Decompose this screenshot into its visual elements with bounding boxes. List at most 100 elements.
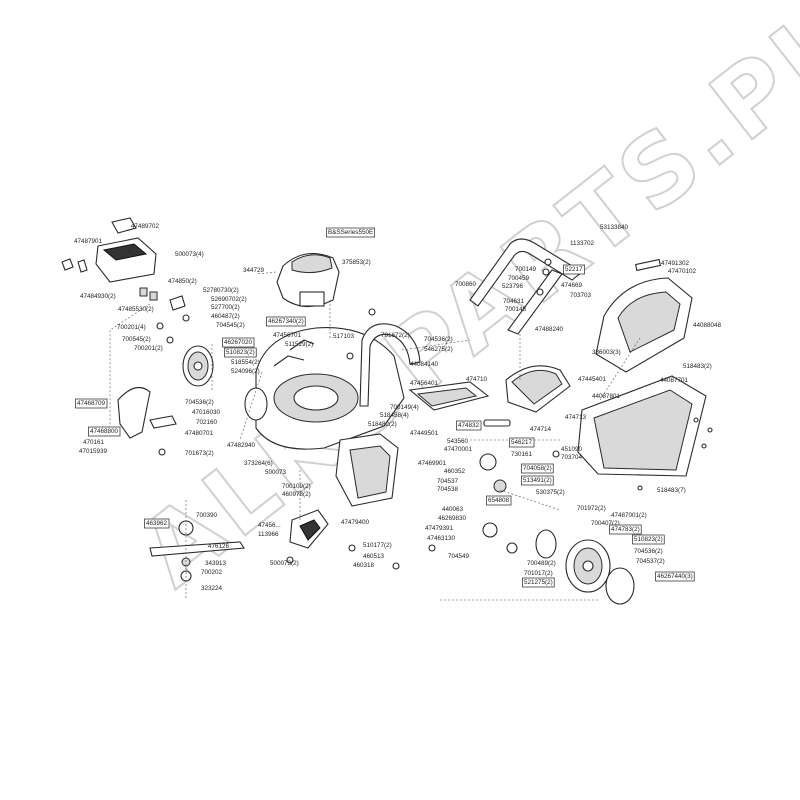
part-number-label: 474832 xyxy=(458,422,480,429)
part-number-label: 47445401 xyxy=(578,376,607,383)
part-number-label: 474850(2) xyxy=(168,278,197,285)
part-number-label: 700390 xyxy=(196,512,218,519)
part-number-label: 700459 xyxy=(508,275,530,282)
part-number-label: 474713 xyxy=(565,414,587,421)
part-number-label: 700860 xyxy=(455,281,477,288)
part-number-label: 518458(4) xyxy=(380,412,409,419)
part-number-label: 47491302 xyxy=(661,260,690,267)
part-label-box xyxy=(521,463,554,474)
part-number-label: 518482(2) xyxy=(368,421,397,428)
part-labels: 4748970247487901500073(4)47484930(2)4748… xyxy=(74,223,722,592)
part-number-label: 47463130 xyxy=(427,535,456,542)
part-number-label: B&SSeries550E xyxy=(328,229,373,236)
part-label-box xyxy=(509,437,535,448)
part-label-box xyxy=(144,518,170,529)
part-number-label: 704058(2) xyxy=(523,465,552,472)
part-number-label: 474710 xyxy=(466,376,488,383)
part-number-label: 513491(2) xyxy=(523,477,552,484)
front-left-wheel xyxy=(244,387,268,421)
part-label-box xyxy=(486,495,512,506)
part-number-label: 704549 xyxy=(448,553,470,560)
part-number-label: 704631 xyxy=(503,298,525,305)
clip-part xyxy=(149,291,158,301)
part-number-label: 47470102 xyxy=(668,268,697,275)
part-number-label: 524096(2) xyxy=(231,368,260,375)
part-number-label: 510823(2) xyxy=(634,536,663,543)
part-number-label: 703704 xyxy=(561,454,583,461)
part-number-label: 703703 xyxy=(570,292,592,299)
part-number-label: 518483(2) xyxy=(683,363,712,370)
part-label-box xyxy=(609,524,642,535)
drive-parts xyxy=(479,419,518,554)
part-number-label: 521275(2) xyxy=(524,579,553,586)
part-number-label: 460318 xyxy=(353,562,375,569)
control-box xyxy=(505,365,571,413)
part-number-label: 474669 xyxy=(561,282,583,289)
part-number-label: 474783(2) xyxy=(611,526,640,533)
part-number-label: 700489(2) xyxy=(527,560,556,567)
part-number-label: 701673(2) xyxy=(185,450,214,457)
part-number-label: 701972(2) xyxy=(577,505,606,512)
part-number-label: 518554(2) xyxy=(231,359,260,366)
part-number-label: 530375(2) xyxy=(536,489,565,496)
clip-part xyxy=(139,287,148,297)
part-number-label: 47016030 xyxy=(192,409,221,416)
part-number-label: 46269830 xyxy=(438,515,467,522)
part-label-box xyxy=(222,337,255,348)
part-label-box xyxy=(655,571,695,582)
part-number-label: 517103 xyxy=(333,333,355,340)
part-number-label: 654808 xyxy=(488,497,510,504)
battery-cover xyxy=(95,237,157,283)
part-number-label: 451090 xyxy=(561,446,583,453)
part-number-label: 373264(6) xyxy=(244,460,273,467)
washer-part xyxy=(166,336,174,344)
clip-part xyxy=(61,258,74,271)
part-number-label: 44088048 xyxy=(693,322,722,329)
part-number-label: 46267020 xyxy=(224,339,253,346)
part-number-label: 474714 xyxy=(530,426,552,433)
part-number-label: 113966 xyxy=(258,531,279,538)
part-number-label: 47469901 xyxy=(418,460,447,467)
part-number-label: 700109(2) xyxy=(282,483,311,490)
lower-handle xyxy=(359,323,421,407)
part-label-box xyxy=(456,420,482,431)
part-number-label: 730161 xyxy=(511,451,533,458)
part-number-label: 460978(2) xyxy=(282,491,311,498)
part-label-box xyxy=(266,316,306,327)
part-number-label: 323224 xyxy=(201,585,223,592)
washer-part xyxy=(182,314,190,322)
part-number-label: 47484930(2) xyxy=(80,293,116,300)
part-number-label: 47487901 xyxy=(74,238,103,245)
part-number-label: 510177(2) xyxy=(363,542,392,549)
part-number-label: 546275(2) xyxy=(424,346,453,353)
part-label-box xyxy=(224,347,257,358)
part-number-label: 47456401 xyxy=(410,380,439,387)
part-number-label: 700148 xyxy=(505,306,527,313)
part-number-label: 343913 xyxy=(205,560,227,567)
height-lever xyxy=(117,386,177,456)
part-number-label: 460352 xyxy=(444,468,466,475)
part-number-label: 46267340(2) xyxy=(268,318,304,325)
clip-part xyxy=(77,259,88,273)
key-part xyxy=(111,217,137,234)
part-number-label: 47456... xyxy=(258,522,281,529)
fasteners xyxy=(286,258,713,570)
part-number-label: 44084140 xyxy=(410,361,439,368)
part-number-label: 527700(2) xyxy=(211,304,240,311)
part-number-label: 47479391 xyxy=(425,525,454,532)
part-label-box xyxy=(326,227,376,238)
part-number-label: 700149(4) xyxy=(390,404,419,411)
mulch-plug xyxy=(289,509,329,549)
leader-lines xyxy=(109,300,641,601)
part-number-label: 546217 xyxy=(511,439,533,446)
part-number-label: 523796 xyxy=(502,283,524,290)
part-number-label: 440063 xyxy=(442,506,464,513)
part-number-label: 511529(2) xyxy=(285,341,313,348)
grassbag xyxy=(577,375,707,477)
part-number-label: 463962 xyxy=(146,520,168,527)
part-number-label: 701672(2) xyxy=(381,332,410,339)
part-number-label: 46267440(3) xyxy=(657,573,693,580)
part-number-label: 1133702 xyxy=(570,240,595,247)
rear-right-wheel xyxy=(535,529,635,605)
